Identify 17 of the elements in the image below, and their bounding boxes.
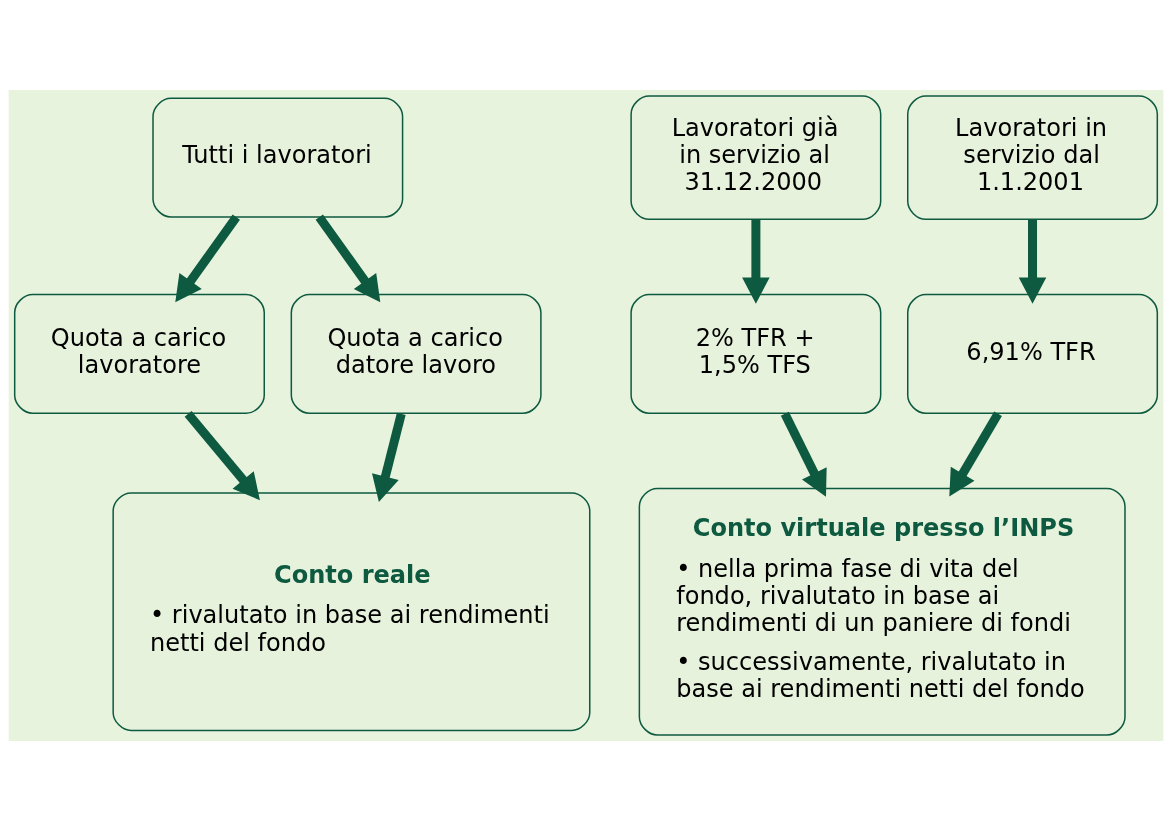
arrow [742, 219, 770, 304]
arrow [371, 412, 406, 503]
node-box: Quota a carico lavoratore [13, 293, 265, 414]
arrow [780, 411, 827, 497]
node-box: Conto reale • rivalutato in base ai rendimenti netti del fondo [112, 492, 591, 732]
arrow [1018, 219, 1047, 304]
node-box: Tutti i lavoratori [152, 97, 404, 218]
node-box: Quota a carico datore lavoro [290, 293, 542, 414]
node-box: 6,91% TFR [907, 293, 1159, 414]
node-box: Conto virtuale presso l’INPS • nella prima fase di vita del fondo, rivalutato in base ai rendimenti di un paniere di fondi • successivamente, rivalutato in base ai rendimenti netti del fondo [638, 487, 1126, 736]
node-box: Lavoratori già in servizio al 31.12.2000 [630, 95, 882, 221]
arrow [315, 214, 381, 303]
arrow [175, 214, 240, 303]
node-box: 2% TFR + 1,5% TFS [630, 293, 882, 414]
arrow [184, 410, 260, 501]
arrow [949, 411, 1002, 497]
node-box: Lavoratori in servizio dal 1.1.2001 [907, 95, 1159, 221]
